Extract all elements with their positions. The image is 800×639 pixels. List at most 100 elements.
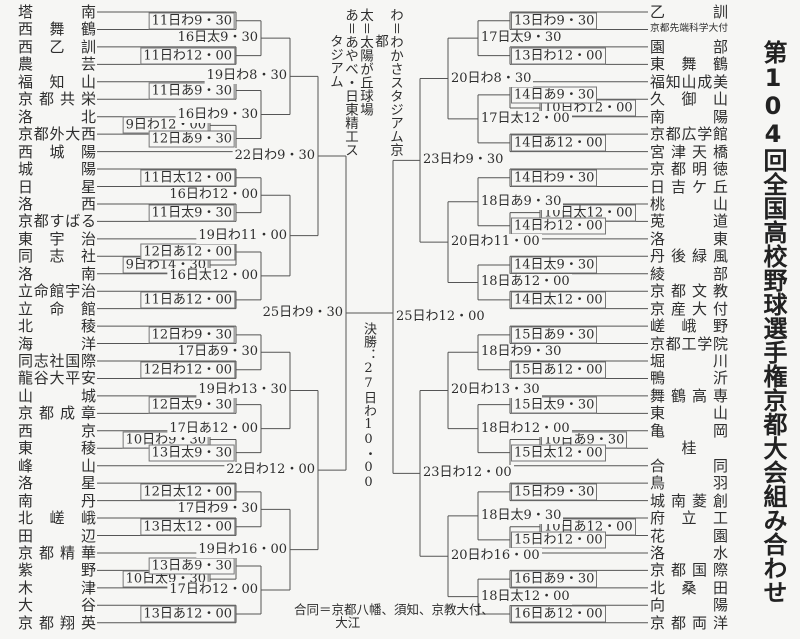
match-date-label: 22日わ9・30 bbox=[232, 147, 317, 164]
team-name: 北桑田 bbox=[650, 578, 728, 597]
match-date-label: 14日あ9・30 bbox=[511, 86, 598, 104]
match-date-label: 25日わ12・00 bbox=[394, 308, 487, 325]
match-date-label: 13日あ12・00 bbox=[140, 605, 235, 623]
venue-legend: わ＝わかさスタジアム京都 太＝太陽が丘球場 あ＝あやべ・日東精工スタジアム bbox=[326, 8, 403, 157]
match-date-label: 13日太9・30 bbox=[148, 444, 235, 462]
match-date-label: 16日あ12・00 bbox=[511, 605, 606, 623]
team-name: 立命館 bbox=[18, 299, 96, 318]
team-name: 合同 bbox=[650, 456, 728, 475]
team-name: 南丹 bbox=[18, 491, 96, 510]
combined-team-note: 合同＝京都八幡、須知、京教大付、大江 bbox=[294, 602, 495, 630]
team-name: 洛星 bbox=[18, 474, 96, 493]
match-date-label: 15日あ9・30 bbox=[511, 326, 598, 344]
match-date-label: 15日太12・00 bbox=[511, 444, 606, 462]
team-name: 京都翔英 bbox=[18, 613, 96, 632]
match-date-label: 20日わ13・30 bbox=[449, 382, 542, 399]
match-date-label: 15日あ12・00 bbox=[511, 361, 606, 379]
match-date-label: 18日わ9・30 bbox=[479, 344, 564, 361]
team-name: 堀川 bbox=[650, 352, 728, 370]
match-date-label: 12日わ12・00 bbox=[140, 361, 235, 379]
team-name: 同志社 bbox=[18, 247, 96, 266]
match-date-label: 13日あ9・30 bbox=[148, 557, 235, 575]
page-title: 第104回全国高校野球選手権京都大会組み合わせ bbox=[759, 40, 787, 604]
team-name: 京都外大西 bbox=[18, 125, 96, 144]
team-name: 西京 bbox=[18, 421, 96, 440]
match-date-label: 19日わ13・30 bbox=[196, 382, 289, 399]
venue-taiyougaoka: 太＝太陽が丘球場 bbox=[357, 8, 373, 116]
match-date-label: 14日太9・30 bbox=[511, 256, 598, 274]
team-name: 洛東 bbox=[650, 229, 728, 248]
match-date-label: 11日わ12・00 bbox=[140, 47, 235, 65]
team-name: 京都共栄 bbox=[18, 90, 96, 109]
final-match-label: 決勝：27日わ10・00 bbox=[361, 322, 376, 490]
team-name: 洛北 bbox=[18, 107, 96, 126]
team-name: 桃山 bbox=[650, 194, 728, 213]
match-date-label: 11日あ12・00 bbox=[140, 291, 235, 309]
team-name: 東稜 bbox=[18, 439, 96, 458]
match-date-label: 12日あ9・30 bbox=[148, 130, 235, 147]
team-name: 府立工 bbox=[650, 509, 728, 528]
team-name: 鳥羽 bbox=[650, 474, 728, 493]
team-name: 京産大付 bbox=[650, 299, 728, 318]
team-name: 田辺 bbox=[18, 526, 96, 545]
team-name: 大谷 bbox=[18, 596, 96, 615]
match-date-label: 13日わ12・00 bbox=[511, 47, 606, 65]
team-name: 南陽 bbox=[650, 107, 728, 126]
venue-ayabe: あ＝あやべ・日東精工スタジアム bbox=[327, 8, 358, 157]
match-date-label: 18日太9・30 bbox=[479, 507, 564, 524]
match-date-label: 12日わ9・30 bbox=[148, 326, 235, 344]
team-name: 西城陽 bbox=[18, 142, 96, 161]
team-name: 花園 bbox=[650, 526, 728, 545]
team-name: 京都成章 bbox=[18, 404, 96, 423]
team-name: 綾部 bbox=[650, 264, 728, 283]
match-date-label: 18日わ12・00 bbox=[479, 420, 572, 437]
team-name: 立命館宇治 bbox=[18, 282, 96, 301]
match-date-label: 23日わ9・30 bbox=[421, 152, 506, 169]
match-date-label: 12日太12・00 bbox=[140, 483, 235, 501]
match-date-label: 14日太12・00 bbox=[511, 291, 606, 309]
team-name: 京都文教 bbox=[650, 282, 728, 301]
team-name: 紫野 bbox=[18, 561, 96, 580]
team-name: 京都両洋 bbox=[650, 613, 728, 632]
team-name: 洛水 bbox=[650, 543, 728, 562]
team-name: 東舞鶴 bbox=[650, 55, 728, 74]
team-name: 龍谷大平安 bbox=[18, 369, 96, 388]
match-date-label: 15日わ9・30 bbox=[511, 483, 598, 501]
venue-wakasa: わ＝わかさスタジアム京都 bbox=[372, 8, 403, 157]
team-name: 農芸 bbox=[18, 55, 96, 74]
match-date-label: 19日わ16・00 bbox=[196, 541, 289, 558]
team-name: 久御山 bbox=[650, 90, 728, 109]
team-name: 山城 bbox=[18, 386, 96, 405]
team-name: 京都国際 bbox=[650, 561, 728, 580]
match-date-label: 16日わ9・30 bbox=[175, 106, 260, 123]
team-name: 京都先端科学大付 bbox=[650, 23, 728, 35]
team-name: 北嵯峨 bbox=[18, 509, 96, 528]
team-name: 東山 bbox=[650, 404, 728, 423]
team-name: 京都すばる bbox=[18, 212, 96, 231]
team-name: 洛西 bbox=[18, 194, 96, 213]
match-date-label: 12日あ12・00 bbox=[140, 243, 235, 261]
match-date-label: 16日あ9・30 bbox=[511, 570, 598, 588]
match-date-label: 11日太12・00 bbox=[140, 169, 235, 187]
team-name: 京都精華 bbox=[18, 543, 96, 562]
team-name: 嵯峨野 bbox=[650, 317, 728, 336]
team-name: 海洋 bbox=[18, 334, 96, 353]
match-date-label: 25日わ9・30 bbox=[260, 305, 345, 321]
team-name: 洛南 bbox=[18, 264, 96, 283]
team-name: 京都明徳 bbox=[650, 160, 728, 179]
team-name: 向陽 bbox=[650, 596, 728, 615]
match-date-label: 19日わ11・00 bbox=[196, 227, 289, 244]
team-name: 西舞鶴 bbox=[18, 20, 96, 39]
team-name: 東宇治 bbox=[18, 229, 96, 248]
team-name: 京都工学院 bbox=[650, 334, 728, 353]
match-date-label: 15日わ12・00 bbox=[511, 531, 606, 549]
match-date-label: 11日あ9・30 bbox=[148, 82, 235, 100]
team-name: 丹後緑風 bbox=[650, 247, 728, 266]
match-date-label: 16日わ12・00 bbox=[167, 187, 260, 204]
match-date-label: 14日わ9・30 bbox=[511, 169, 598, 187]
team-name: 城南菱創 bbox=[650, 491, 728, 510]
team-name: 桂 bbox=[681, 439, 697, 458]
match-date-label: 18日あ12・00 bbox=[479, 274, 572, 291]
match-date-label: 22日わ12・00 bbox=[224, 462, 317, 479]
match-date-label: 18日太12・00 bbox=[479, 588, 572, 605]
